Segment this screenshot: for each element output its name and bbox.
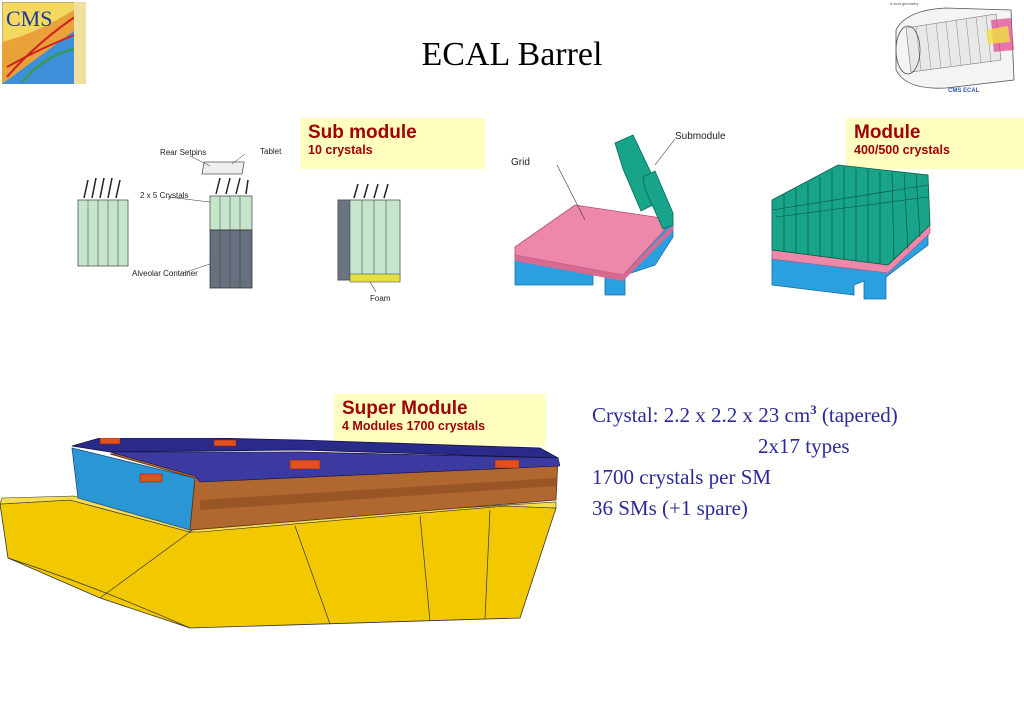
label-tablet: Tablet — [260, 147, 282, 156]
spec-crystal-dimensions: Crystal: 2.2 x 2.2 x 23 cm3 (tapered) — [592, 402, 898, 427]
inset-top-label: # ecal geometry — [890, 1, 918, 6]
module-box: Module 400/500 crystals — [846, 118, 1024, 169]
ecal-inset-image: # ecal geometry CMS ECAL — [886, 0, 1020, 98]
label-rear-setpins: Rear Setpins — [160, 148, 206, 157]
spec-types: 2x17 types — [758, 434, 850, 458]
crystal-assembly-diagram: Rear Setpins Tablet 2 x 5 Crystals Alveo… — [70, 140, 410, 310]
module-sub: 400/500 crystals — [854, 143, 950, 157]
label-submodule: Submodule — [675, 131, 726, 142]
crystal-block-middle — [201, 161, 253, 289]
crystal-block-left — [77, 177, 129, 267]
submodule-sub: 10 crystals — [308, 143, 373, 157]
crystal-specs: Crystal: 2.2 x 2.2 x 23 cm3 (tapered) 2x… — [592, 394, 898, 524]
grid-diagram: Grid Submodule — [505, 125, 765, 300]
submodule-heading: Sub module — [308, 122, 417, 143]
spec-sm-count: 36 SMs (+1 spare) — [592, 496, 748, 520]
module-diagram — [768, 155, 938, 305]
spec-crystals-per-sm: 1700 crystals per SM — [592, 465, 772, 489]
cms-logo: CMS — [1, 1, 87, 85]
supermodule-heading: Super Module — [342, 398, 468, 419]
supermodule-sub: 4 Modules 1700 crystals — [342, 419, 486, 433]
label-alveolar: Alveolar Container — [132, 269, 198, 278]
label-foam: Foam — [370, 294, 391, 303]
page-title: ECAL Barrel — [421, 36, 603, 73]
module-heading: Module — [854, 122, 921, 143]
logo-text: CMS — [6, 6, 52, 31]
crystal-block-foam — [337, 183, 401, 293]
label-crystals: 2 x 5 Crystals — [140, 191, 188, 200]
label-grid: Grid — [511, 157, 530, 168]
supermodule-box: Super Module 4 Modules 1700 crystals — [334, 394, 546, 446]
submodule-box: Sub module 10 crystals — [300, 118, 485, 169]
inset-caption: CMS ECAL — [948, 88, 980, 94]
supermodule-diagram — [0, 437, 561, 633]
